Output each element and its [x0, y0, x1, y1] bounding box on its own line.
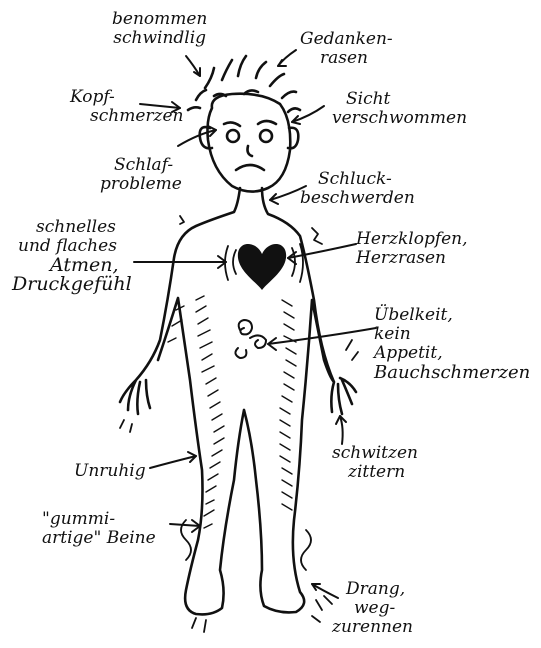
- arrow-herz: [288, 244, 356, 264]
- label-line: Schlaf-: [100, 156, 182, 175]
- label-line: benommen: [112, 10, 207, 29]
- label-line: Übelkeit,: [374, 306, 530, 325]
- label-line: schmerzen: [70, 107, 183, 126]
- label-line: Schluck-: [300, 170, 415, 189]
- label-unruhig: Unruhig: [74, 462, 146, 481]
- heart-icon: [238, 244, 286, 290]
- label-schlaf: Schlaf- probleme: [100, 156, 182, 194]
- label-uebelkeit: Übelkeit, kein Appetit, Bauchschmerzen: [374, 306, 530, 382]
- label-line: Gedanken-: [300, 30, 393, 49]
- label-line: artige" Beine: [42, 529, 156, 548]
- label-line: weg-: [332, 599, 413, 618]
- label-line: "gummi-: [42, 510, 156, 529]
- label-line: Druckgefühl: [12, 275, 132, 294]
- label-line: Appetit,: [374, 344, 530, 363]
- label-drang: Drang, weg- zurennen: [332, 580, 413, 637]
- label-line: probleme: [100, 175, 182, 194]
- label-benommen: benommen schwindlig: [112, 10, 207, 48]
- hair-strokes: [188, 56, 300, 112]
- arrow-schwitzen: [336, 416, 346, 444]
- label-line: Drang,: [332, 580, 413, 599]
- label-line: schwindlig: [112, 29, 207, 48]
- label-line: Herzklopfen,: [356, 230, 468, 249]
- label-line: Sicht: [332, 90, 467, 109]
- label-line: beschwerden: [300, 189, 415, 208]
- label-line: schwitzen: [332, 444, 418, 463]
- label-beine: "gummi- artige" Beine: [42, 510, 156, 548]
- label-gedanken: Gedanken- rasen: [300, 30, 393, 68]
- label-kopf: Kopf- schmerzen: [70, 88, 183, 126]
- label-schwitzen: schwitzen zittern: [332, 444, 418, 482]
- label-line: Herzrasen: [356, 249, 468, 268]
- label-line: kein: [374, 325, 530, 344]
- head: [208, 94, 291, 192]
- label-line: rasen: [300, 49, 393, 68]
- arrow-gedanken: [278, 50, 296, 66]
- face: [224, 121, 276, 170]
- label-line: verschwommen: [332, 109, 467, 128]
- arrow-benommen: [186, 56, 200, 76]
- label-line: zurennen: [332, 618, 413, 637]
- label-line: Bauchschmerzen: [374, 363, 530, 382]
- belly-swirl-icon: [235, 320, 266, 358]
- label-line: zittern: [332, 463, 418, 482]
- label-schluck: Schluck- beschwerden: [300, 170, 415, 208]
- arrow-unruhig: [150, 452, 196, 468]
- label-line: schnelles: [12, 218, 132, 237]
- label-sicht: Sicht verschwommen: [332, 90, 467, 128]
- tremor-marks: [120, 216, 358, 632]
- label-line: Kopf-: [70, 88, 183, 107]
- label-atmen: schnelles und flaches Atmen, Druckgefühl: [12, 218, 132, 294]
- label-line: Unruhig: [74, 462, 146, 481]
- arrow-atmen: [134, 256, 226, 268]
- left-ear: [200, 127, 212, 148]
- label-herz: Herzklopfen, Herzrasen: [356, 230, 468, 268]
